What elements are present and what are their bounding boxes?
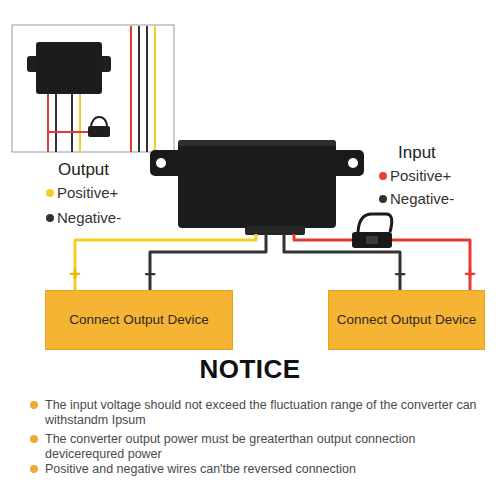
notice-note: Positive and negative wires can'tbe reve…	[45, 462, 485, 477]
color-swatch	[46, 189, 54, 197]
inset-wire	[130, 26, 132, 152]
legend-text: Positive+	[390, 168, 451, 183]
cable-gland	[245, 226, 305, 235]
fuse-cap-loop	[358, 214, 392, 232]
output-positive-wire	[75, 234, 256, 290]
mounting-hole	[348, 158, 358, 168]
color-swatch	[46, 214, 54, 222]
fuse-insert	[366, 236, 378, 244]
legend-text: Positive+	[57, 185, 118, 200]
inset-wire	[79, 94, 81, 152]
inset-wire	[146, 26, 148, 152]
inset-fuse	[88, 126, 110, 137]
notice-note: The input voltage should not exceed the …	[45, 398, 485, 428]
inset-wire	[154, 26, 156, 152]
polarity-sign: +	[459, 262, 481, 286]
inset-wire	[48, 131, 90, 133]
polarity-sign: −	[389, 262, 411, 286]
note-bullet	[30, 435, 38, 443]
polarity-sign: +	[64, 262, 86, 286]
note-bullet	[30, 465, 38, 473]
color-swatch	[379, 195, 387, 203]
inset-fuse-cap	[91, 117, 107, 126]
wires	[75, 234, 470, 290]
device-box: Connect Output Device	[45, 290, 233, 350]
group-heading: Input	[398, 143, 478, 163]
notice-note: The converter output power must be great…	[45, 432, 485, 462]
output-negative-wire	[150, 234, 266, 290]
fuse-holder	[352, 214, 392, 248]
legend-text: Negative-	[57, 210, 121, 225]
converter-body	[178, 140, 336, 228]
note-bullet	[30, 401, 38, 409]
inset-converter	[36, 42, 102, 94]
color-swatch	[379, 172, 387, 180]
mounting-hole	[156, 158, 166, 168]
inset-photo	[12, 25, 174, 152]
legend-text: Negative-	[390, 191, 454, 206]
notice-heading: NOTICE	[0, 354, 500, 385]
inset-wire	[138, 26, 140, 152]
box-label: Connect Output Device	[337, 312, 477, 328]
inset-frame	[12, 25, 174, 152]
group-heading: Output	[58, 160, 138, 180]
device-box: Connect Output Device	[328, 290, 485, 350]
box-label: Connect Output Device	[69, 312, 209, 328]
inset-wire	[47, 94, 49, 152]
converter-edge	[178, 140, 336, 146]
inset-wire	[71, 94, 73, 152]
converter	[150, 140, 364, 235]
polarity-sign: −	[139, 262, 161, 286]
inset-wire	[55, 94, 57, 152]
fuse-body	[352, 232, 392, 248]
